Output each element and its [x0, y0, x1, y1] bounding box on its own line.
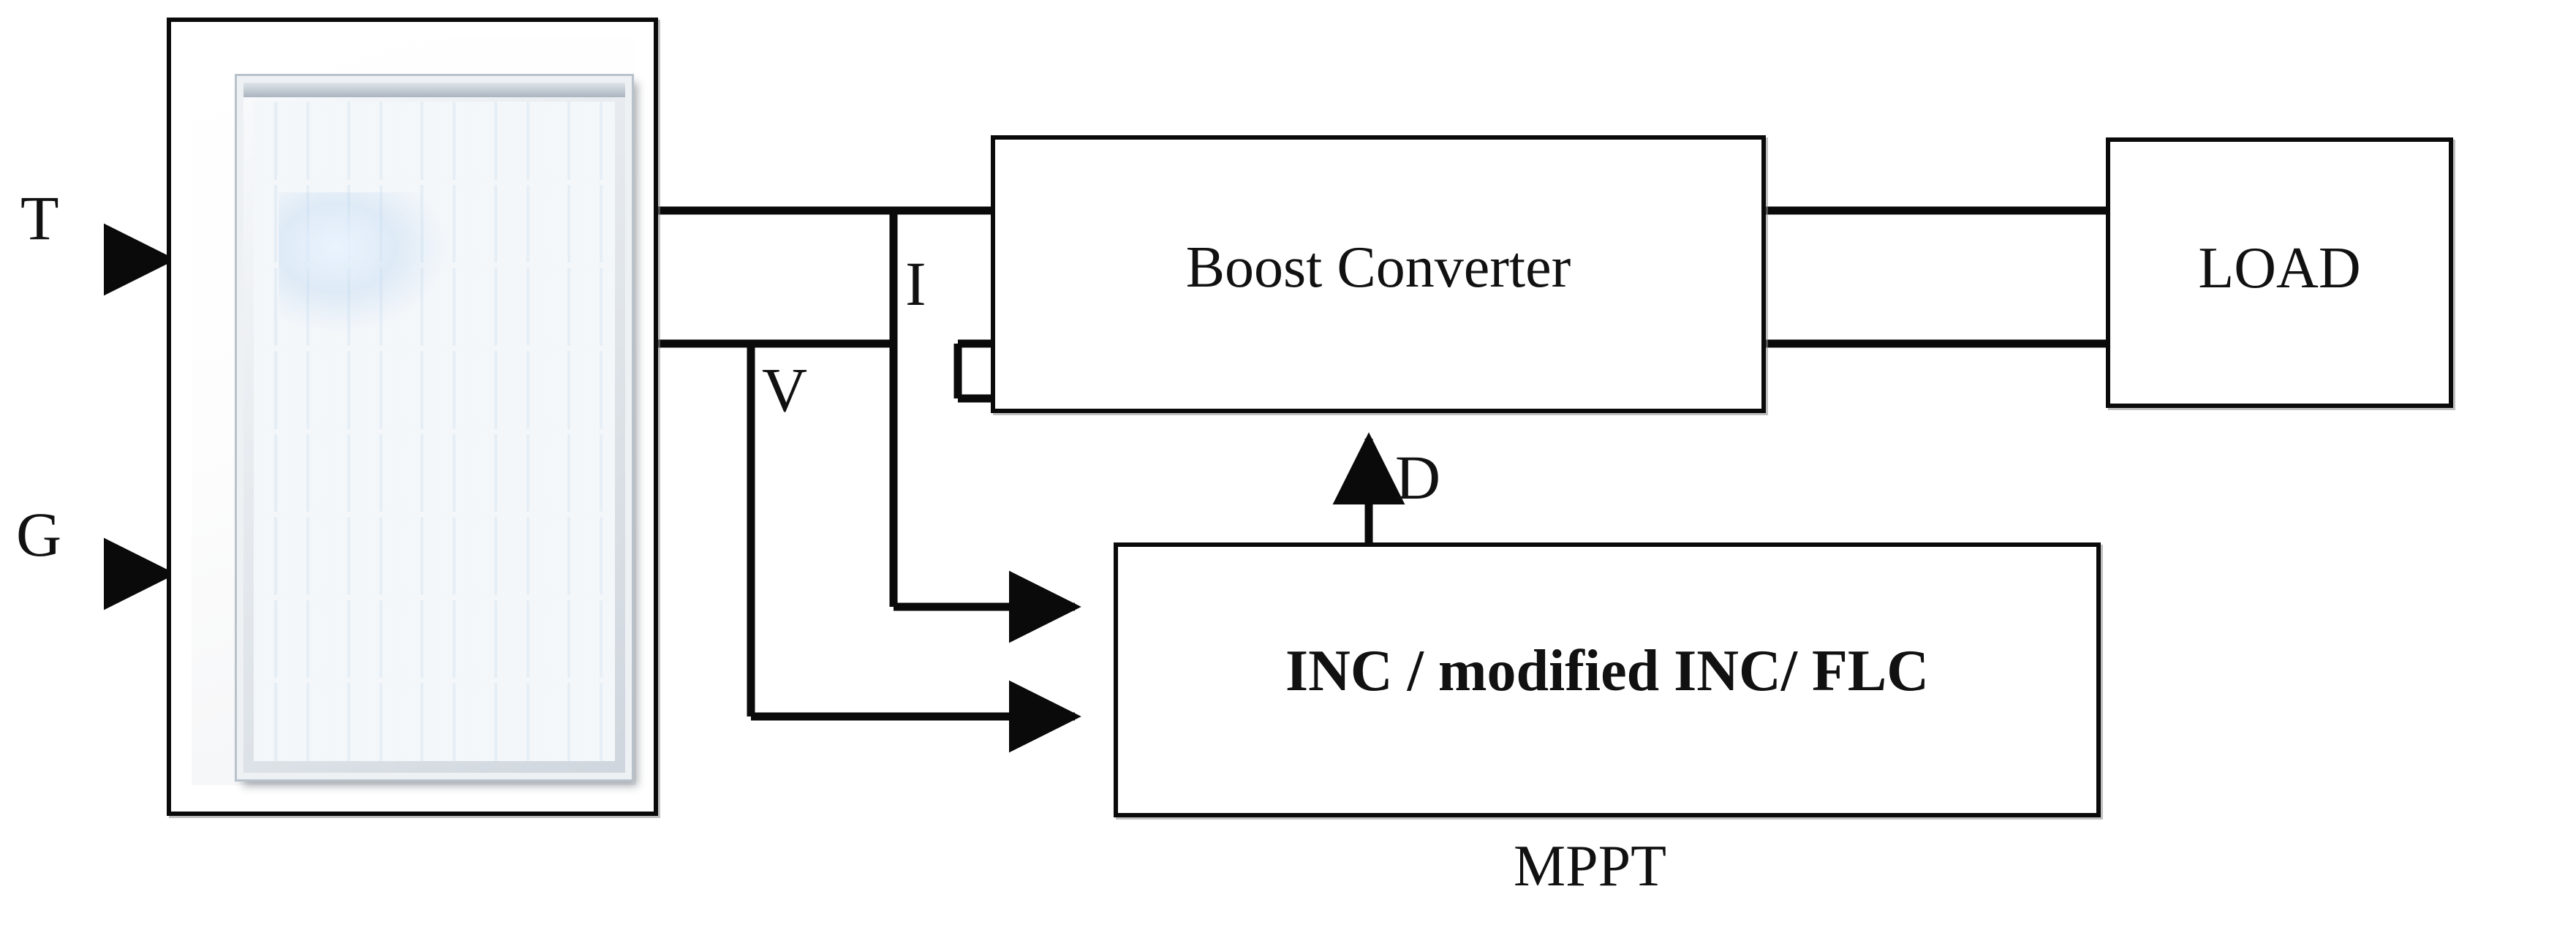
load-label: LOAD — [2198, 236, 2361, 300]
panel-cell — [546, 683, 615, 761]
panel-cell — [546, 184, 615, 263]
panel-cell — [400, 517, 469, 595]
solar-panel-block[interactable] — [167, 18, 658, 816]
panel-backing — [192, 38, 636, 785]
panel-cell — [546, 268, 615, 346]
panel-cell — [327, 102, 396, 180]
panel-cell — [400, 350, 469, 429]
panel-cell — [400, 268, 469, 346]
panel-cell — [400, 184, 469, 263]
panel-cell — [473, 350, 542, 429]
panel-cell — [400, 434, 469, 513]
panel-cell — [327, 184, 396, 263]
panel-cell — [546, 517, 615, 595]
panel-cell — [254, 517, 322, 595]
panel-cell — [546, 600, 615, 678]
panel-cell — [473, 683, 542, 761]
current-label: I — [905, 249, 926, 319]
panel-cell — [546, 102, 615, 180]
panel-cell — [327, 517, 396, 595]
panel-cell — [327, 268, 396, 346]
mppt-caption: MPPT — [1514, 834, 1666, 899]
panel-top-rail — [243, 83, 625, 97]
panel-cell — [254, 184, 322, 263]
panel-cell — [327, 683, 396, 761]
temperature-label: T — [20, 183, 59, 253]
mppt-block[interactable]: INC / modified INC/ FLC — [1114, 542, 2101, 817]
panel-cell — [546, 350, 615, 429]
panel-cell — [473, 517, 542, 595]
panel-cell — [400, 600, 469, 678]
panel-cell — [254, 350, 322, 429]
panel-cell — [254, 268, 322, 346]
irradiance-label: G — [16, 499, 62, 570]
panel-cell — [473, 434, 542, 513]
panel-frame — [237, 76, 632, 779]
panel-cell — [400, 102, 469, 180]
panel-cell — [254, 683, 322, 761]
panel-cell — [254, 102, 322, 180]
panel-cell — [473, 184, 542, 263]
boost-converter-block[interactable]: Boost Converter — [991, 135, 1766, 413]
panel-cell — [254, 434, 322, 513]
panel-cell — [327, 350, 396, 429]
load-block[interactable]: LOAD — [2106, 137, 2453, 408]
boost-converter-label: Boost Converter — [1185, 235, 1571, 300]
voltage-label: V — [762, 355, 808, 425]
panel-cell — [400, 683, 469, 761]
panel-cell — [546, 434, 615, 513]
panel-cell — [327, 434, 396, 513]
panel-cell — [473, 268, 542, 346]
panel-cell-grid — [254, 102, 615, 761]
panel-cell — [254, 600, 322, 678]
panel-cell — [327, 600, 396, 678]
duty-cycle-label: D — [1395, 442, 1441, 513]
panel-cell — [473, 102, 542, 180]
panel-cell — [473, 600, 542, 678]
mppt-algorithm-label: INC / modified INC/ FLC — [1285, 639, 1930, 703]
